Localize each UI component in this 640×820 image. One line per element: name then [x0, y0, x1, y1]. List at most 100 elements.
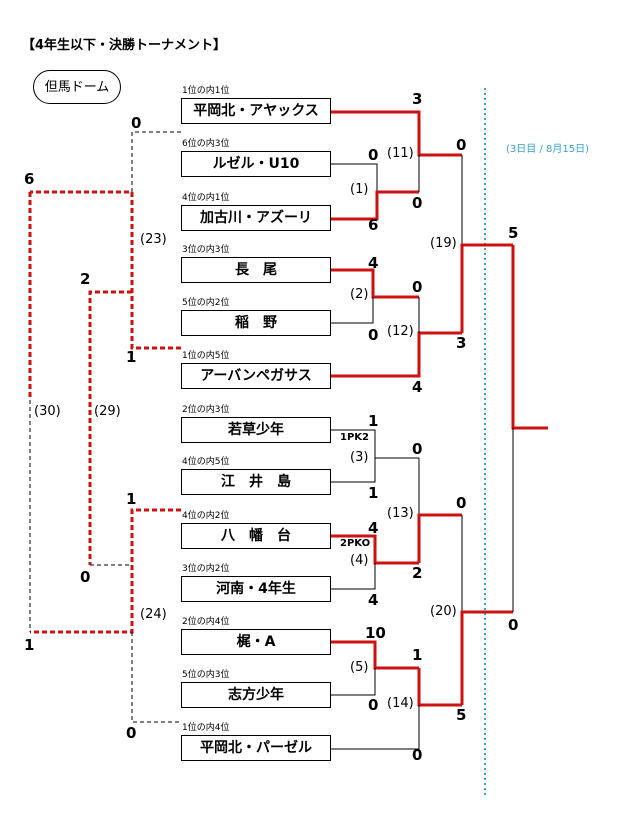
score: 0 [508, 616, 519, 634]
match-label: (13) [387, 506, 414, 521]
m11-winner-line [331, 110, 462, 157]
score: 5 [456, 706, 467, 724]
seed-label: 1位の内5位 [182, 351, 230, 361]
seed-label: 2位の内3位 [182, 405, 230, 415]
match-label: (5) [350, 660, 369, 675]
score: 4 [368, 591, 379, 609]
score: 0 [412, 746, 423, 764]
score: 0 [412, 440, 423, 458]
m1-loser-line [331, 163, 378, 192]
team-box: 江 井 島 [181, 469, 331, 495]
m2-winner-line [331, 268, 419, 299]
team-box: アーバンペガサス [181, 363, 331, 389]
seed-label: 3位の内3位 [182, 245, 230, 255]
match-label: (30) [34, 404, 61, 419]
score: 0 [456, 136, 467, 154]
seed-label: 4位の内5位 [182, 457, 230, 467]
m14-loser-line [331, 705, 420, 750]
match-label: (29) [94, 404, 121, 419]
match-label: (14) [387, 696, 414, 711]
day-note: (3日目 / 8月15日) [506, 144, 589, 155]
venue-badge: 但馬ドーム [33, 70, 121, 104]
score: 0 [456, 494, 467, 512]
team-box: 長 尾 [181, 257, 331, 283]
team-box: 志方少年 [181, 682, 331, 708]
team-box: 梶・A [181, 629, 331, 655]
m5-loser-line [331, 668, 376, 696]
m29-winner-line [88, 290, 132, 565]
match-label: (3) [350, 450, 369, 465]
final-winner-line [511, 245, 548, 430]
score: 0 [131, 114, 142, 132]
score: 4 [412, 378, 423, 396]
score: 1 [368, 484, 379, 502]
match-label: (2) [350, 287, 369, 302]
team-box: 稲 野 [181, 310, 331, 336]
match-label: (1) [350, 182, 369, 197]
score: 0 [412, 278, 423, 296]
seed-label: 5位の内2位 [182, 298, 230, 308]
team-box: ルゼル・U10 [181, 151, 331, 177]
score: 3 [412, 90, 423, 108]
seed-label: 5位の内3位 [182, 670, 230, 680]
m1-winner-line [331, 190, 419, 221]
m19-winner-line [460, 243, 513, 333]
score: 0 [126, 724, 137, 742]
team-box: 平岡北・パーゼル [181, 735, 331, 761]
m3-line [331, 429, 376, 483]
m24-winner-line [30, 508, 181, 634]
team-box: 八 幡 台 [181, 523, 331, 549]
match-label: (11) [387, 146, 414, 161]
page-title: 【4年生以下・決勝トーナメント】 [22, 38, 227, 53]
team-box: 加古川・アズーリ [181, 205, 331, 231]
score: 1 [412, 646, 423, 664]
team-box: 若草少年 [181, 417, 331, 443]
seed-label: 1位の内4位 [182, 723, 230, 733]
score: 1 [368, 412, 379, 430]
score: 6 [368, 216, 379, 234]
score: 1 [24, 636, 35, 654]
score: 2 [412, 564, 423, 582]
match-label: (4) [350, 553, 369, 568]
seed-label: 1位の内1位 [182, 86, 230, 96]
score: 0 [368, 696, 379, 714]
seed-label: 2位の内4位 [182, 617, 230, 627]
score: 6 [24, 170, 35, 188]
score: 4 [368, 254, 379, 272]
m12-winner-line [331, 331, 462, 378]
score: 0 [80, 568, 91, 586]
seed-label: 4位の内2位 [182, 511, 230, 521]
m20-winner-line [460, 610, 513, 705]
score: 1 [126, 348, 137, 366]
match-label: (24) [140, 607, 167, 622]
team-box: 平岡北・アヤックス [181, 98, 331, 124]
m24-loser-line [131, 632, 181, 723]
score: 1 [126, 490, 137, 508]
seed-label: 3位の内2位 [182, 564, 230, 574]
m5-winner-line [331, 640, 419, 670]
match-label: (19) [430, 236, 457, 251]
pk-note: 2PKO [340, 538, 371, 549]
score: 4 [368, 519, 379, 537]
score: 3 [456, 334, 467, 352]
match-label: (23) [140, 232, 167, 247]
score: 2 [80, 270, 91, 288]
seed-label: 6位の内3位 [182, 139, 230, 149]
match-label: (20) [430, 604, 457, 619]
m23-top-line [131, 131, 181, 192]
score: 10 [365, 624, 386, 642]
score: 0 [368, 326, 379, 344]
m4-winner-line [331, 534, 419, 565]
match-label: (12) [387, 324, 414, 339]
score: 0 [368, 146, 379, 164]
m13-winner-line [417, 513, 462, 563]
score: 0 [412, 194, 423, 212]
team-box: 河南・4年生 [181, 576, 331, 602]
pk-note: 1PK2 [340, 432, 369, 443]
m4-loser-line [331, 563, 376, 590]
m2-loser-line [331, 297, 374, 324]
m14-winner-line [417, 668, 462, 707]
score: 5 [508, 224, 519, 242]
m23-winner-line [30, 190, 181, 350]
